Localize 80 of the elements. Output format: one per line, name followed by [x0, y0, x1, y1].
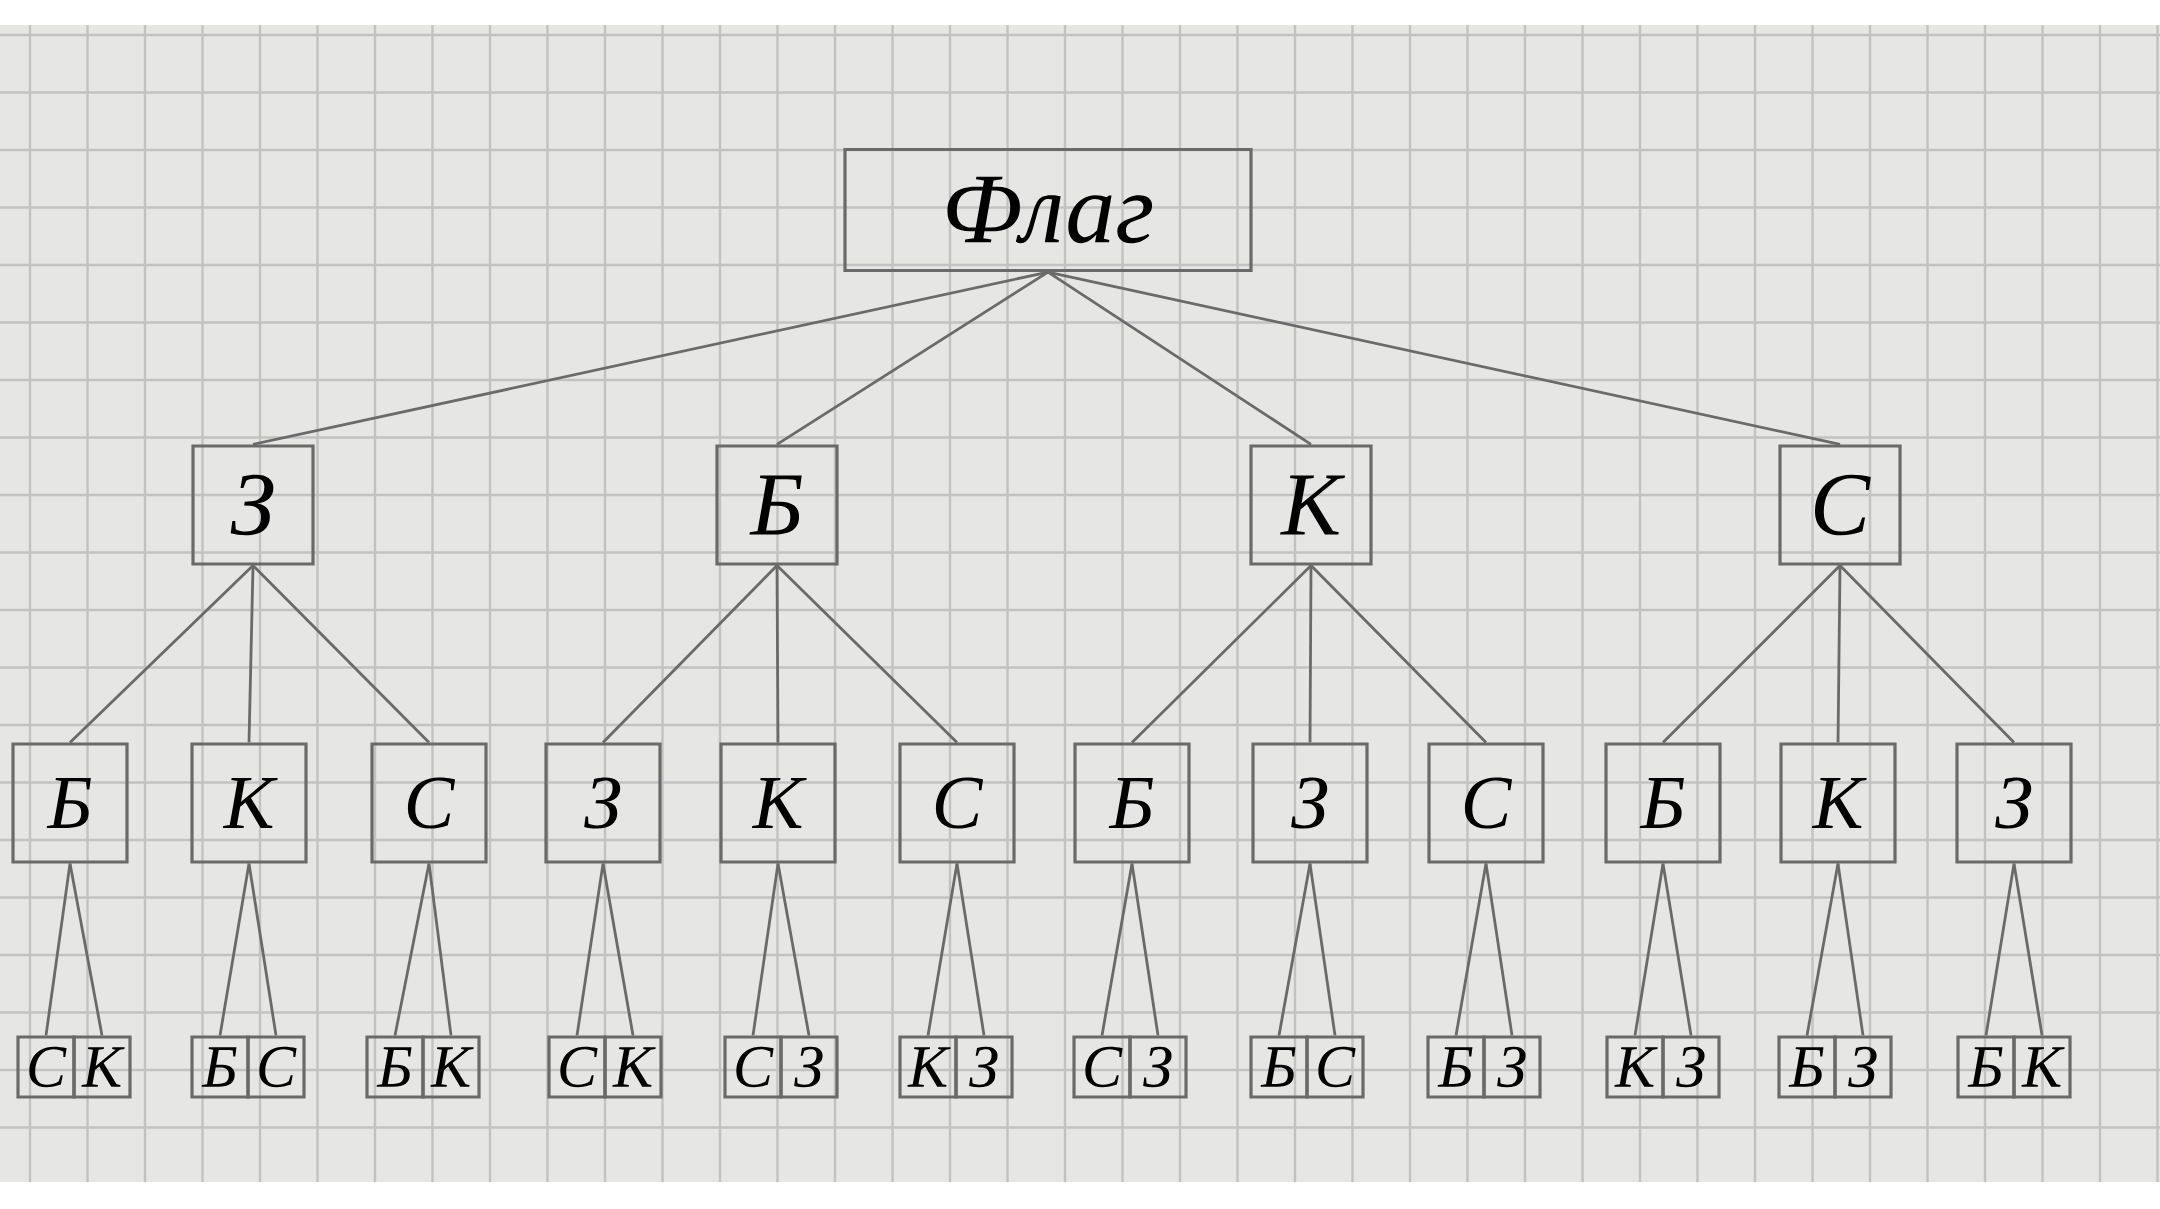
letter-box: С: [1305, 1035, 1365, 1099]
branch-line: [926, 863, 959, 1036]
branch-line: [69, 564, 254, 744]
letter-box: З: [954, 1035, 1014, 1099]
letter-box: Б: [1956, 1035, 2016, 1099]
branch-line: [1836, 565, 1842, 743]
branch-line: [1131, 564, 1312, 744]
letter-box: К: [1605, 1035, 1665, 1099]
branch-line: [1454, 863, 1488, 1036]
branch-line: [1100, 863, 1134, 1036]
branch-line: [247, 863, 278, 1036]
branch-line: [602, 564, 778, 744]
letter-box: К: [603, 1035, 663, 1099]
letter-box: К: [719, 742, 837, 864]
letter-box: Б: [1777, 1035, 1837, 1099]
branch-line: [427, 863, 453, 1036]
letter-box: С: [723, 1035, 783, 1099]
letter-box: З: [1482, 1035, 1542, 1099]
branch-line: [751, 863, 780, 1036]
branch-line: [1633, 863, 1665, 1036]
letter-box: К: [1249, 444, 1373, 566]
branch-line: [776, 564, 958, 744]
letter-box: С: [547, 1035, 607, 1099]
letter-box: С: [1778, 444, 1902, 566]
branch-line: [252, 564, 430, 744]
branch-line: [776, 270, 1049, 446]
branch-line: [1484, 863, 1514, 1036]
letter-box: Б: [11, 742, 129, 864]
branch-line: [1310, 564, 1487, 744]
branch-line: [1836, 863, 1865, 1036]
branch-line: [1805, 863, 1840, 1036]
branch-line: [68, 863, 104, 1036]
letter-box: З: [544, 742, 662, 864]
branch-line: [393, 863, 431, 1036]
letter-box: Б: [365, 1035, 425, 1099]
branch-line: [1839, 564, 2015, 744]
branch-line: [252, 270, 1049, 446]
letter-box: К: [72, 1035, 132, 1099]
letter-box: Б: [1604, 742, 1722, 864]
letter-box: З: [1833, 1035, 1893, 1099]
branch-line: [955, 863, 986, 1036]
branch-line: [575, 863, 605, 1036]
branch-line: [1130, 863, 1160, 1036]
branch-line: [218, 863, 251, 1036]
branch-line: [2012, 863, 2044, 1036]
letter-box: Б: [715, 444, 839, 566]
letter-box: С: [246, 1035, 306, 1099]
branch-line: [1984, 863, 2016, 1036]
letter-box: К: [190, 742, 308, 864]
branch-line: [601, 863, 635, 1036]
letter-box: З: [191, 444, 315, 566]
branch-line: [1662, 564, 1841, 744]
letter-box: К: [2012, 1035, 2072, 1099]
branch-line: [776, 863, 811, 1036]
branch-line: [775, 565, 780, 743]
letter-box: С: [16, 1035, 76, 1099]
letter-box: Б: [1249, 1035, 1309, 1099]
letter-box: З: [1251, 742, 1369, 864]
branch-line: [1277, 863, 1312, 1036]
word-box: Флаг: [843, 147, 1253, 273]
branch-line: [1308, 863, 1337, 1036]
letter-box: Б: [1073, 742, 1191, 864]
branch-line: [1308, 565, 1313, 743]
letter-box: Б: [1426, 1035, 1486, 1099]
letter-box: З: [1128, 1035, 1188, 1099]
letter-box: З: [1955, 742, 2073, 864]
letter-box: С: [898, 742, 1016, 864]
letter-box: С: [1072, 1035, 1132, 1099]
letter-box: З: [779, 1035, 839, 1099]
branch-line: [1661, 863, 1693, 1036]
letter-box: К: [1779, 742, 1897, 864]
branch-line: [44, 863, 72, 1036]
branch-line: [247, 565, 255, 743]
letter-box: С: [370, 742, 488, 864]
letter-box: Б: [190, 1035, 250, 1099]
letter-box: К: [898, 1035, 958, 1099]
branch-line: [1047, 270, 1841, 446]
letter-box: К: [421, 1035, 481, 1099]
letter-box: З: [1661, 1035, 1721, 1099]
letter-box: С: [1427, 742, 1545, 864]
